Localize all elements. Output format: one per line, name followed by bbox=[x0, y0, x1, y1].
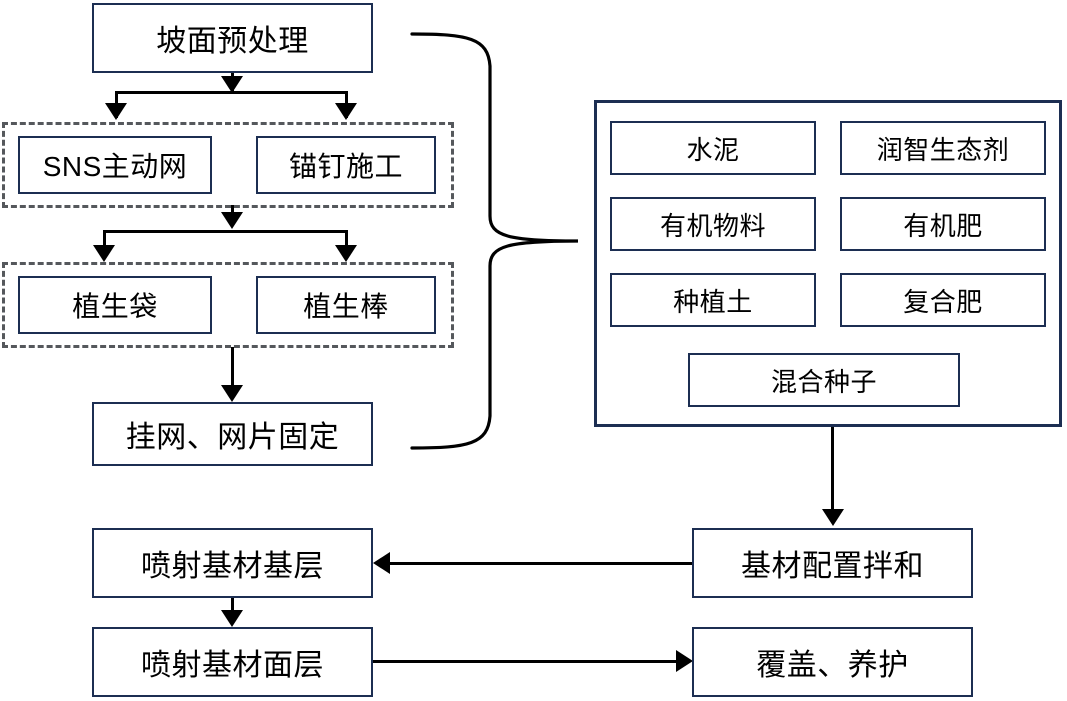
node-label: 坡面预处理 bbox=[156, 25, 309, 58]
material-label: 有机物料 bbox=[659, 210, 766, 241]
node-spray-base-layer[interactable]: 喷射基材基层 bbox=[92, 528, 373, 598]
node-label: 基材配置拌和 bbox=[741, 550, 924, 583]
node-netting-fixation[interactable]: 挂网、网片固定 bbox=[92, 402, 373, 466]
connector-start-stem-arrowhead bbox=[221, 76, 243, 93]
node-sns-active-net[interactable]: SNS主动网 bbox=[18, 136, 212, 194]
material-runzhi-eco-agent[interactable]: 润智生态剂 bbox=[840, 121, 1046, 175]
connector-spray-face-to-curing bbox=[373, 660, 679, 663]
connector-materials-to-mixing-arrowhead bbox=[822, 509, 844, 526]
curly-brace-icon bbox=[410, 32, 579, 450]
material-label: 混合种子 bbox=[770, 366, 877, 397]
connector-start-right-arrowhead bbox=[335, 103, 357, 120]
node-label: 锚钉施工 bbox=[288, 151, 403, 182]
group-anchoring-measures bbox=[2, 122, 454, 208]
connector-anchor-right-arrowhead bbox=[335, 245, 357, 262]
material-cement[interactable]: 水泥 bbox=[610, 121, 816, 175]
material-organic-fertilizer[interactable]: 有机肥 bbox=[840, 197, 1046, 251]
connector-mixing-to-spray-base-arrowhead bbox=[373, 552, 390, 574]
connector-anchor-right-branch bbox=[345, 230, 348, 257]
node-label: 挂网、网片固定 bbox=[125, 421, 340, 454]
material-mixed-seeds[interactable]: 混合种子 bbox=[688, 353, 960, 407]
connector-start-left-arrowhead bbox=[105, 103, 127, 120]
node-label: 植生棒 bbox=[303, 291, 389, 322]
node-vegetation-bag[interactable]: 植生袋 bbox=[18, 276, 212, 334]
connector-spray-base-to-face bbox=[231, 598, 234, 618]
node-spray-face-layer[interactable]: 喷射基材面层 bbox=[92, 627, 373, 697]
node-vegetation-stick[interactable]: 植生棒 bbox=[256, 276, 436, 334]
node-slope-pretreatment[interactable]: 坡面预处理 bbox=[92, 3, 373, 73]
material-label: 有机肥 bbox=[903, 210, 983, 241]
material-compound-fertilizer[interactable]: 复合肥 bbox=[840, 273, 1046, 327]
material-label: 种植土 bbox=[673, 286, 753, 317]
node-label: 喷射基材面层 bbox=[141, 649, 324, 682]
node-cover-and-curing[interactable]: 覆盖、养护 bbox=[692, 627, 973, 697]
connector-mixing-to-spray-base bbox=[386, 562, 692, 565]
connector-anchor-left-arrowhead bbox=[93, 245, 115, 262]
node-label: 喷射基材基层 bbox=[141, 550, 324, 583]
group-vegetation-components bbox=[2, 262, 454, 348]
node-label: SNS主动网 bbox=[42, 151, 188, 182]
connector-spray-face-to-curing-arrowhead bbox=[676, 650, 693, 672]
connector-start-crossbar bbox=[115, 91, 348, 94]
connector-anchor-left-branch bbox=[103, 230, 106, 257]
material-label: 水泥 bbox=[686, 134, 740, 165]
material-label: 润智生态剂 bbox=[876, 134, 1010, 165]
material-planting-soil[interactable]: 种植土 bbox=[610, 273, 816, 327]
connector-materials-to-mixing bbox=[831, 427, 834, 511]
material-organic-material[interactable]: 有机物料 bbox=[610, 197, 816, 251]
node-anchor-bolt-construction[interactable]: 锚钉施工 bbox=[256, 136, 436, 194]
node-label: 植生袋 bbox=[72, 291, 158, 322]
node-label: 覆盖、养护 bbox=[756, 649, 909, 682]
connector-anchor-stem-arrowhead bbox=[221, 212, 243, 229]
connector-vegetation-to-netting bbox=[231, 347, 234, 387]
material-label: 复合肥 bbox=[903, 286, 983, 317]
connector-spray-base-to-face-arrowhead bbox=[221, 610, 243, 627]
node-mixing-preparation[interactable]: 基材配置拌和 bbox=[692, 528, 973, 598]
connector-anchor-crossbar bbox=[103, 230, 348, 233]
connector-vegetation-to-netting-arrowhead bbox=[221, 385, 243, 402]
